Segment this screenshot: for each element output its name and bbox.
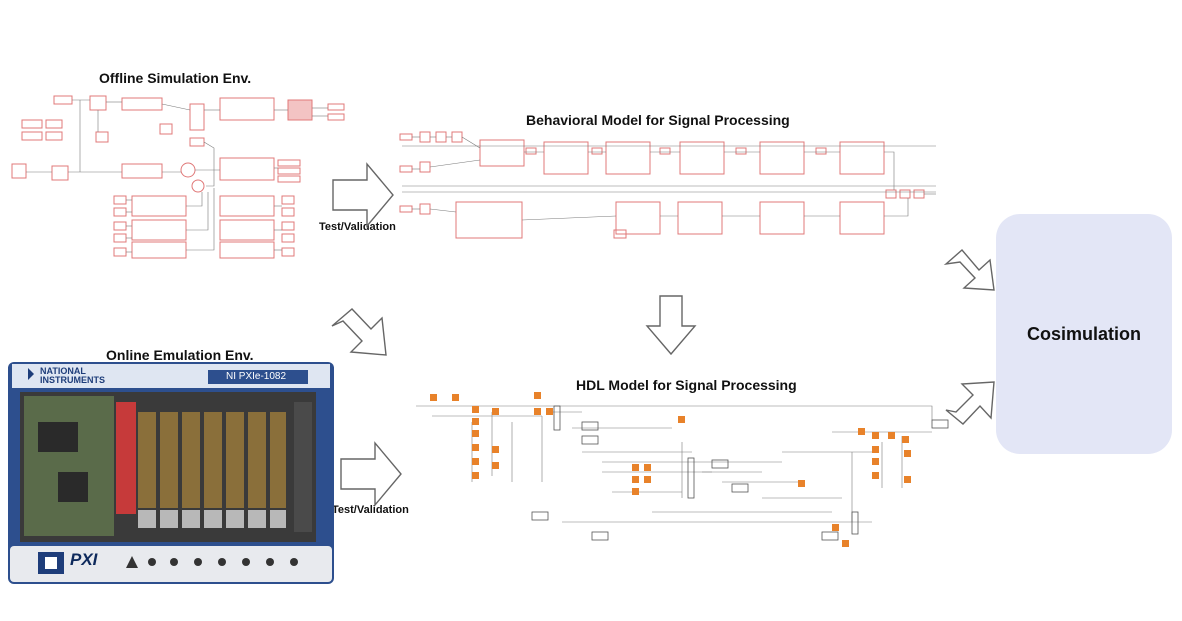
- arrow-behavioral-to-hdl: [645, 295, 697, 356]
- offline-simulink-diagram: [11, 95, 345, 259]
- arrow-hdl-to-cosim: [945, 381, 995, 425]
- ni-brand-line1: NATIONAL: [40, 366, 86, 376]
- arrow-offline-to-online: [331, 308, 387, 356]
- hdl-model-diagram: [416, 392, 949, 547]
- ni-pxie-chassis-image: [8, 362, 334, 584]
- behavioral-model-title: Behavioral Model for Signal Processing: [526, 112, 790, 128]
- pxi-logo: PXI: [70, 550, 98, 569]
- behavioral-model-diagram: [399, 131, 936, 239]
- cosimulation-box: Cosimulation: [996, 214, 1172, 454]
- cosimulation-label: Cosimulation: [1026, 323, 1141, 344]
- ni-brand-line2: INSTRUMENTS: [40, 375, 105, 385]
- arrow-online-to-hdl: [340, 441, 402, 507]
- test-validation-label-top: Test/Validation: [319, 221, 396, 233]
- chassis-model-label: NI PXIe-1082: [226, 371, 287, 382]
- arrow-offline-to-behavioral: [332, 162, 394, 228]
- hdl-model-title: HDL Model for Signal Processing: [576, 377, 797, 393]
- arrow-behavioral-to-cosim: [943, 249, 995, 291]
- online-emulation-title: Online Emulation Env.: [106, 347, 254, 363]
- offline-sim-title: Offline Simulation Env.: [99, 70, 252, 86]
- test-validation-label-bottom: Test/Validation: [332, 504, 409, 516]
